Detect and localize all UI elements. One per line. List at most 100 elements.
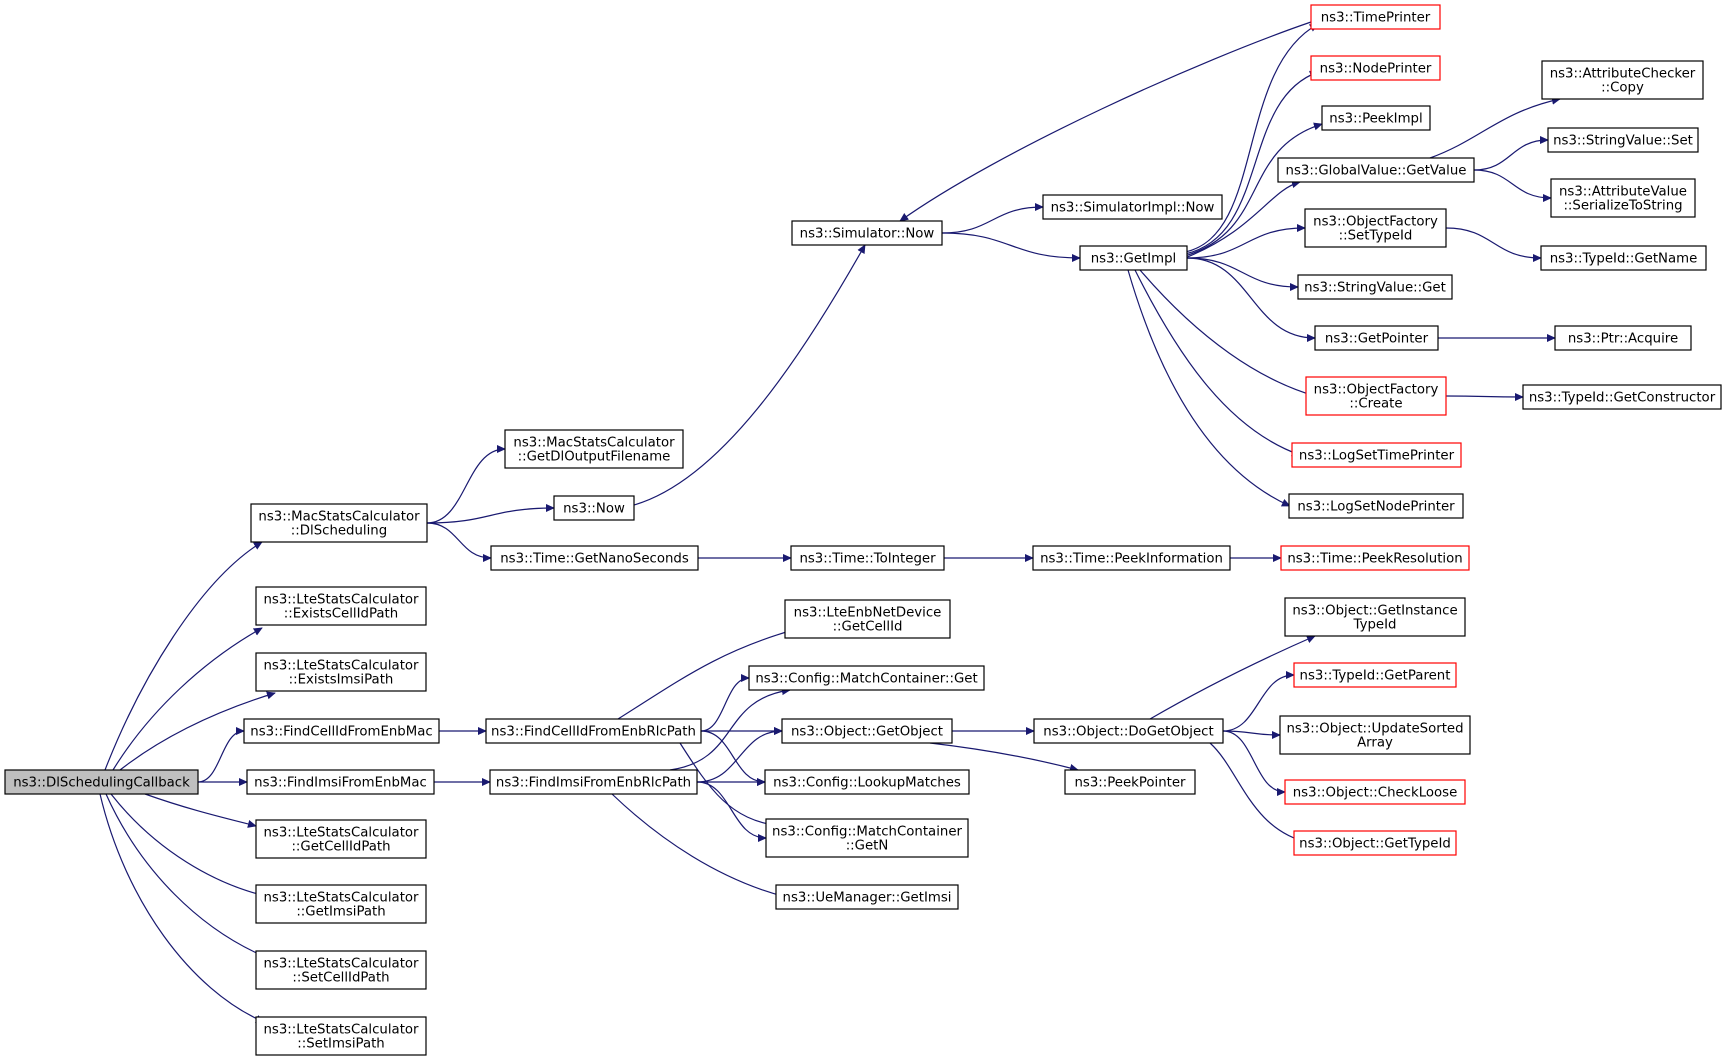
node-label: ns3::Object::UpdateSorted <box>1286 722 1463 737</box>
node-label: ns3::Time::PeekInformation <box>1040 552 1223 567</box>
edge-getImpl-to-ofSetTypeId <box>1186 223 1306 259</box>
node-box <box>1284 779 1466 805</box>
node-logTime[interactable]: ns3::LogSetTimePrinter <box>1291 442 1462 468</box>
node-label: ns3::FindCellIdFromEnbMac <box>250 725 432 740</box>
node-label: ns3::GlobalValue::GetValue <box>1286 164 1467 179</box>
node-ofSetTypeId[interactable]: ns3::ObjectFactory::SetTypeId <box>1304 208 1447 248</box>
node-peekInfo[interactable]: ns3::Time::PeekInformation <box>1032 545 1231 571</box>
node-ptrAcquire[interactable]: ns3::Ptr::Acquire <box>1554 325 1692 351</box>
node-svSet[interactable]: ns3::StringValue::Set <box>1547 127 1699 153</box>
node-setImsiPath[interactable]: ns3::LteStatsCalculator::SetImsiPath <box>255 1016 427 1056</box>
node-now[interactable]: ns3::Now <box>553 495 635 521</box>
node-ueGetImsi[interactable]: ns3::UeManager::GetImsi <box>775 884 959 910</box>
node-toInteger[interactable]: ns3::Time::ToInteger <box>790 545 945 571</box>
node-objGetTid[interactable]: ns3::Object::GetTypeId <box>1293 830 1457 856</box>
node-simNow[interactable]: ns3::Simulator::Now <box>791 220 943 246</box>
node-getCellPath[interactable]: ns3::LteStatsCalculator::GetCellIdPath <box>255 819 427 859</box>
node-box <box>485 718 702 744</box>
node-label: ns3::TimePrinter <box>1321 11 1431 26</box>
node-label: ns3::AttributeChecker <box>1550 67 1696 82</box>
node-box <box>1033 718 1224 744</box>
node-peekRes[interactable]: ns3::Time::PeekResolution <box>1280 545 1470 571</box>
node-gvGetValue[interactable]: ns3::GlobalValue::GetValue <box>1277 157 1475 183</box>
node-simImplNow[interactable]: ns3::SimulatorImpl::Now <box>1042 194 1223 220</box>
node-ofCreate[interactable]: ns3::ObjectFactory::Create <box>1305 376 1447 416</box>
node-checkLoose[interactable]: ns3::Object::CheckLoose <box>1284 779 1466 805</box>
edge-findImsiRlc-to-ueGetImsi <box>611 793 787 899</box>
node-label: ns3::LteEnbNetDevice <box>794 606 942 621</box>
edge-getImpl-to-gvGetValue <box>1184 180 1301 259</box>
node-box <box>1305 376 1447 416</box>
node-timePrinter[interactable]: ns3::TimePrinter <box>1310 4 1441 30</box>
node-box <box>764 769 970 795</box>
edge-findImsiRlc-to-mcGet <box>669 687 791 771</box>
node-getImsiPath[interactable]: ns3::LteStatsCalculator::GetImsiPath <box>255 884 427 924</box>
node-label: ns3::Config::MatchContainer <box>772 825 962 840</box>
node-existsCell[interactable]: ns3::LteStatsCalculator::ExistsCellIdPat… <box>255 586 427 626</box>
node-objGetObject[interactable]: ns3::Object::GetObject <box>781 718 953 744</box>
node-label: ns3::Time::ToInteger <box>799 552 936 567</box>
node-getDlOut[interactable]: ns3::MacStatsCalculator::GetDlOutputFile… <box>504 429 684 469</box>
node-getPointer[interactable]: ns3::GetPointer <box>1314 325 1439 351</box>
node-avSer[interactable]: ns3::AttributeValue::SerializeToString <box>1550 178 1696 218</box>
edge-getImpl-to-svGet <box>1186 257 1299 292</box>
node-label: Array <box>1357 736 1393 751</box>
node-nodePrinter[interactable]: ns3::NodePrinter <box>1310 55 1441 81</box>
node-box <box>255 1016 427 1056</box>
node-peekImpl[interactable]: ns3::PeekImpl <box>1321 105 1431 131</box>
node-box <box>1279 715 1471 755</box>
node-label: TypeId <box>1353 618 1397 633</box>
node-tidGetName[interactable]: ns3::TypeId::GetName <box>1540 245 1707 271</box>
edge-root-to-macDl <box>104 541 263 771</box>
node-root[interactable]: ns3::DlSchedulingCallback <box>4 769 199 795</box>
node-setCellPath[interactable]: ns3::LteStatsCalculator::SetCellIdPath <box>255 950 427 990</box>
node-getImpl[interactable]: ns3::GetImpl <box>1079 245 1188 271</box>
edge-root-to-findCellMac <box>197 726 245 783</box>
node-mcGet[interactable]: ns3::Config::MatchContainer::Get <box>748 665 985 691</box>
node-macDl[interactable]: ns3::MacStatsCalculator::DlScheduling <box>250 503 428 543</box>
edge-gvGetValue-to-acCopy <box>1429 96 1561 159</box>
node-box <box>1541 60 1704 100</box>
node-logNode[interactable]: ns3::LogSetNodePrinter <box>1288 493 1464 519</box>
node-existsImsi[interactable]: ns3::LteStatsCalculator::ExistsImsiPath <box>255 652 427 692</box>
node-label: ::DlScheduling <box>291 524 387 539</box>
node-box <box>1042 194 1223 220</box>
edge-getImpl-to-nodePrinter <box>1184 70 1319 255</box>
edge-macDl-to-getDlOut <box>426 444 506 524</box>
node-lteEnbGetCell[interactable]: ns3::LteEnbNetDevice::GetCellId <box>784 599 951 639</box>
node-label: ns3::TypeId::GetName <box>1550 252 1698 267</box>
node-findImsiRlc[interactable]: ns3::FindImsiFromEnbRlcPath <box>489 769 698 795</box>
node-label: ::SerializeToString <box>1563 199 1682 214</box>
node-label: ns3::Time::GetNanoSeconds <box>500 552 689 567</box>
node-acCopy[interactable]: ns3::AttributeChecker::Copy <box>1541 60 1704 100</box>
node-label: ns3::LogSetTimePrinter <box>1299 449 1455 464</box>
node-peekPointer[interactable]: ns3::PeekPointer <box>1064 769 1196 795</box>
node-label: ns3::LteStatsCalculator <box>263 1023 419 1038</box>
node-tidGetCtor[interactable]: ns3::TypeId::GetConstructor <box>1522 384 1722 410</box>
node-box <box>784 599 951 639</box>
node-label: ::ExistsImsiPath <box>289 673 394 688</box>
node-lookupMatches[interactable]: ns3::Config::LookupMatches <box>764 769 970 795</box>
edge-getImpl-to-logNode <box>1127 269 1291 507</box>
node-label: ns3::Object::DoGetObject <box>1043 725 1213 740</box>
node-box <box>1079 245 1188 271</box>
node-findCellRlc[interactable]: ns3::FindCellIdFromEnbRlcPath <box>485 718 702 744</box>
node-label: ::Copy <box>1601 81 1644 96</box>
node-findCellMac[interactable]: ns3::FindCellIdFromEnbMac <box>243 718 440 744</box>
node-getNano[interactable]: ns3::Time::GetNanoSeconds <box>490 545 699 571</box>
node-label: ns3::Object::GetObject <box>791 725 943 740</box>
node-label: ns3::FindImsiFromEnbMac <box>254 776 427 791</box>
node-svGet[interactable]: ns3::StringValue::Get <box>1297 274 1453 300</box>
node-mcGetN[interactable]: ns3::Config::MatchContainer::GetN <box>765 818 969 858</box>
node-box <box>1297 274 1453 300</box>
node-label: ::Create <box>1349 397 1402 412</box>
edge-getImpl-to-peekImpl <box>1184 122 1323 257</box>
node-label: ns3::DlSchedulingCallback <box>13 776 190 791</box>
node-tidGetParent[interactable]: ns3::TypeId::GetParent <box>1293 662 1457 688</box>
node-doGetObject[interactable]: ns3::Object::DoGetObject <box>1033 718 1224 744</box>
node-findImsiMac[interactable]: ns3::FindImsiFromEnbMac <box>246 769 435 795</box>
edge-findCellRlc-to-lteEnbGetCell <box>617 626 801 720</box>
